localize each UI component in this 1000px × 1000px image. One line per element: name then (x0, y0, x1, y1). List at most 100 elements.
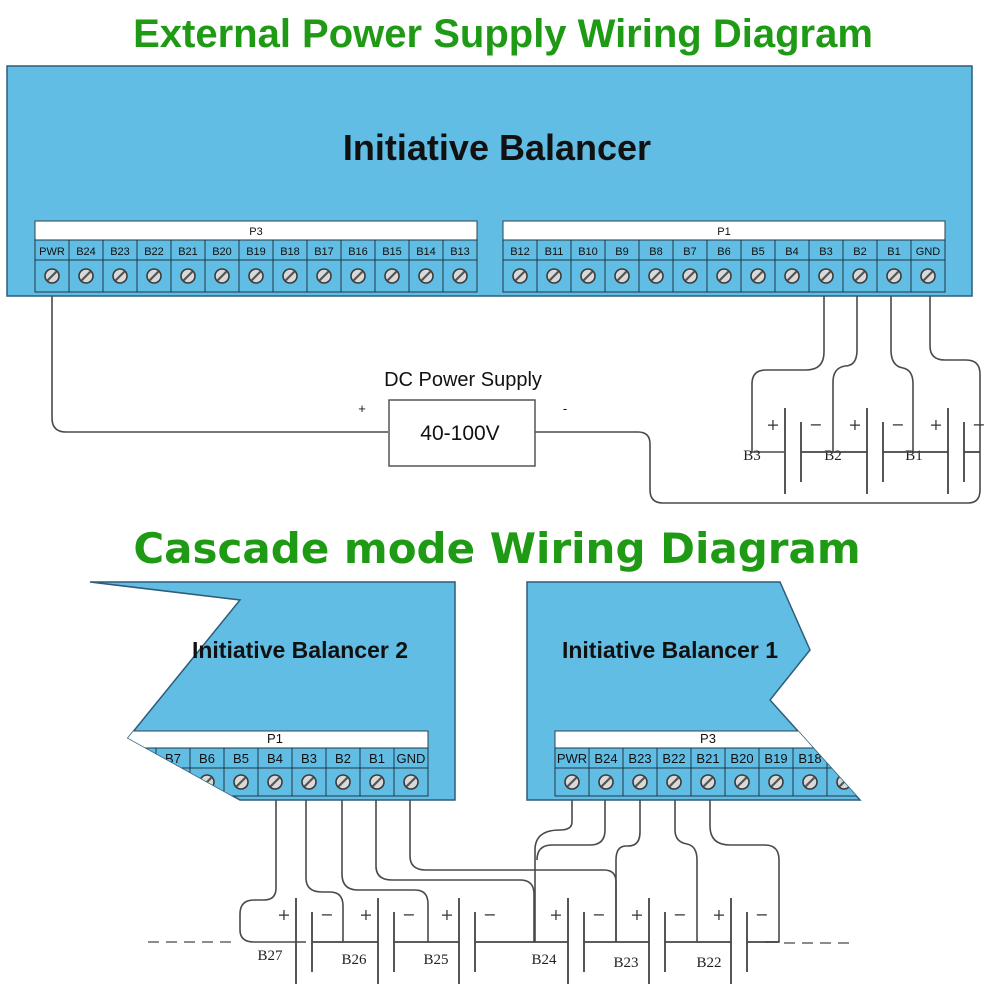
terminal-label: B18 (798, 751, 821, 766)
terminal-b5[interactable]: B5 (740, 239, 776, 293)
battery-plus-sign: + (712, 905, 725, 924)
battery-minus-sign: − (673, 905, 686, 924)
psu-minus-sign: - (563, 401, 567, 416)
terminal-b11[interactable]: B11 (536, 239, 572, 293)
battery-plus-sign: + (766, 415, 779, 434)
battery-minus-sign: − (809, 415, 822, 434)
terminal-b22[interactable]: B22 (136, 239, 172, 293)
terminal-b2[interactable]: B2 (842, 239, 878, 293)
terminal-cell (536, 239, 572, 293)
screw-icon (350, 268, 366, 284)
board2-title: Initiative Balancer 2 (192, 637, 408, 663)
terminal-b8[interactable]: B8 (121, 747, 157, 797)
screw-icon (267, 774, 283, 790)
screw-icon (682, 268, 698, 284)
battery-minus-sign: − (592, 905, 605, 924)
terminal-b2[interactable]: B2 (325, 747, 361, 797)
screw-icon (180, 268, 196, 284)
psu-title: DC Power Supply (384, 369, 542, 391)
screw-icon (852, 268, 868, 284)
terminal-gnd[interactable]: GND (910, 239, 946, 293)
battery-b24: +−B24 (531, 898, 606, 984)
terminal-b21[interactable]: B21 (690, 747, 726, 797)
battery-b22: +−B22 (696, 898, 769, 984)
terminal-b24[interactable]: B24 (68, 239, 104, 293)
battery-plus-sign: + (630, 905, 643, 924)
terminal-pwr[interactable]: PWR (34, 239, 70, 293)
terminal-b23[interactable]: B23 (102, 239, 138, 293)
terminal-b17[interactable]: B17 (826, 747, 861, 797)
terminal-b18[interactable]: B18 (272, 239, 308, 293)
terminal-b12[interactable]: B12 (502, 239, 538, 293)
terminal-cell (121, 747, 157, 797)
terminal-b17[interactable]: B17 (306, 239, 342, 293)
terminal-label: B24 (76, 246, 96, 258)
terminal-b7[interactable]: B7 (672, 239, 708, 293)
terminal-cell (910, 239, 946, 293)
screw-icon (452, 268, 468, 284)
terminal-label: B5 (751, 246, 764, 258)
battery-label: B2 (824, 448, 842, 464)
screw-icon (301, 774, 317, 790)
battery-b25: +−B25 (423, 898, 497, 984)
terminal-label: B6 (199, 751, 215, 766)
terminal-b4[interactable]: B4 (257, 747, 293, 797)
wire-b2-b1 (375, 800, 535, 942)
battery-plus-sign: + (929, 415, 942, 434)
terminal-label: B11 (545, 246, 564, 258)
screw-icon (598, 774, 614, 790)
screw-icon (384, 268, 400, 284)
terminal-b21[interactable]: B21 (170, 239, 206, 293)
terminal-b14[interactable]: B14 (408, 239, 444, 293)
battery-label: B23 (613, 955, 638, 971)
screw-icon (886, 268, 902, 284)
terminal-b24[interactable]: B24 (588, 747, 624, 797)
terminal-b7[interactable]: B7 (155, 747, 191, 797)
screw-icon (784, 268, 800, 284)
terminal-b4[interactable]: B4 (774, 239, 810, 293)
terminal-b9[interactable]: B9 (604, 239, 640, 293)
screw-icon (648, 268, 664, 284)
terminal-label: B5 (233, 751, 249, 766)
terminal-b23[interactable]: B23 (622, 747, 658, 797)
screw-icon (802, 774, 818, 790)
screw-icon (146, 268, 162, 284)
terminal-b22[interactable]: B22 (656, 747, 692, 797)
terminal-b5[interactable]: B5 (223, 747, 259, 797)
wire-b3 (751, 296, 825, 453)
battery-minus-sign: − (891, 415, 904, 434)
terminal-b15[interactable]: B15 (374, 239, 410, 293)
wire-b2-b2 (341, 800, 429, 942)
screw-icon (580, 268, 596, 284)
terminal-b10[interactable]: B10 (570, 239, 606, 293)
screw-icon (369, 774, 385, 790)
terminal-b3[interactable]: B3 (808, 239, 844, 293)
terminal-label: B24 (594, 751, 617, 766)
screw-icon (78, 268, 94, 284)
terminal-b1[interactable]: B1 (876, 239, 912, 293)
terminal-b18[interactable]: B18 (792, 747, 828, 797)
terminal-label: B2 (853, 246, 866, 258)
terminal-b19[interactable]: B19 (238, 239, 274, 293)
terminal-b19[interactable]: B19 (758, 747, 794, 797)
port-name: P3 (249, 226, 262, 238)
terminal-b16[interactable]: B16 (340, 239, 376, 293)
terminal-pwr[interactable]: PWR (554, 747, 590, 797)
terminal-b13[interactable]: B13 (442, 239, 478, 293)
terminal-label: B23 (110, 246, 130, 258)
terminal-b20[interactable]: B20 (204, 239, 240, 293)
terminal-b1[interactable]: B1 (359, 747, 395, 797)
terminal-b3[interactable]: B3 (291, 747, 327, 797)
terminal-b6[interactable]: B6 (706, 239, 742, 293)
terminal-b20[interactable]: B20 (724, 747, 760, 797)
terminal-gnd[interactable]: GND (393, 747, 429, 797)
terminal-label: B20 (212, 246, 232, 258)
battery-minus-sign: − (320, 905, 333, 924)
terminal-label: B2 (335, 751, 351, 766)
battery-label: B26 (341, 952, 367, 968)
wire-pwr-to-psu-plus (51, 296, 388, 433)
terminal-b8[interactable]: B8 (638, 239, 674, 293)
port-name: P1 (267, 731, 283, 746)
psu-box (388, 399, 536, 467)
